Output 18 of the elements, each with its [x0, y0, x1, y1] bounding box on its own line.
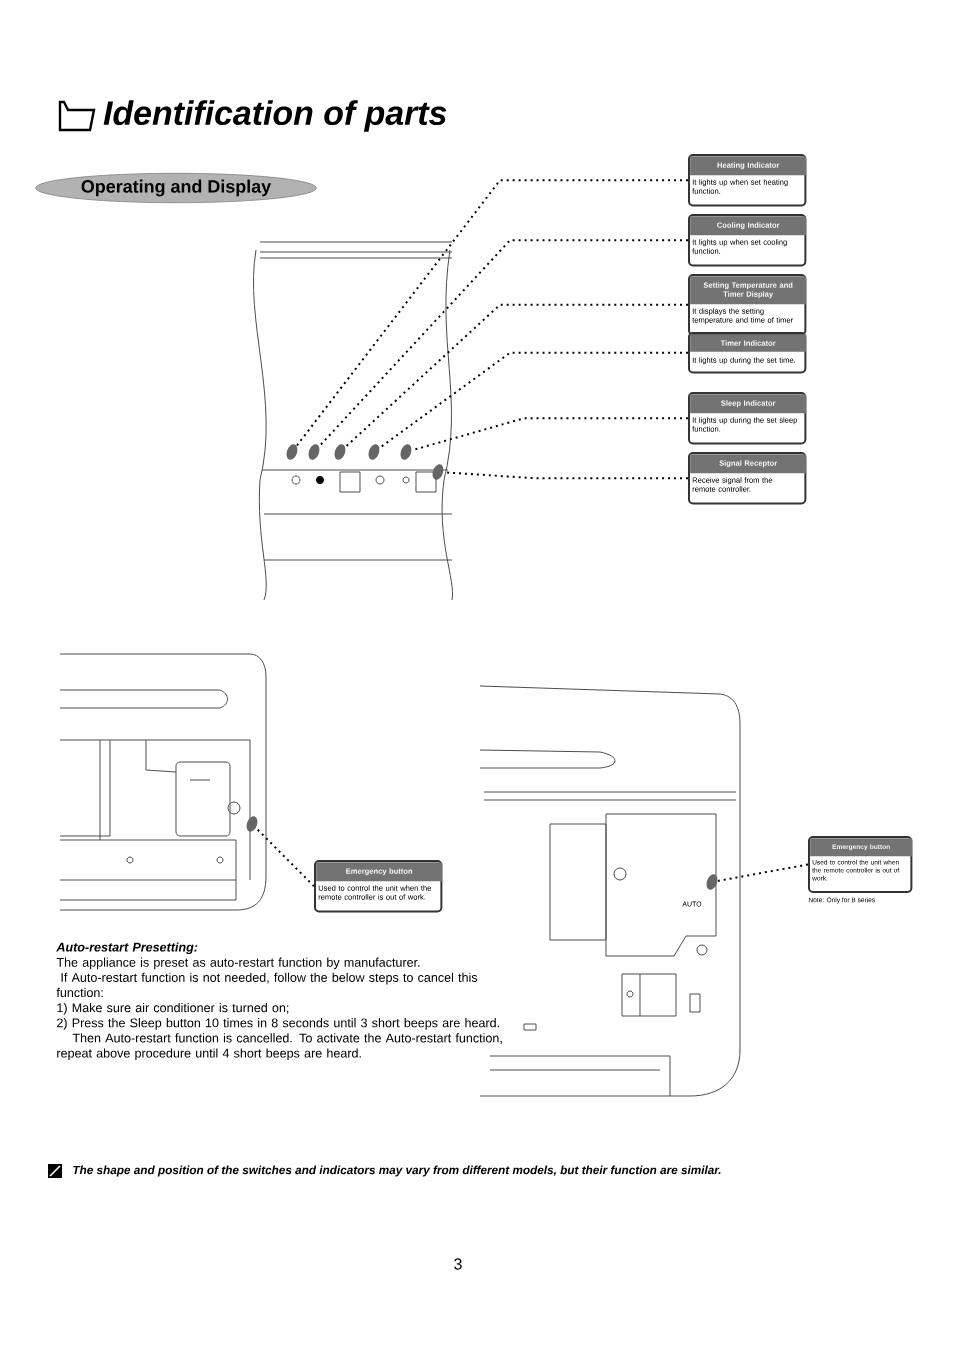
- indicator-button: [706, 874, 718, 890]
- indicator-button: [400, 444, 412, 460]
- indicator-button: [368, 444, 380, 460]
- leader-line: [255, 827, 315, 888]
- indicator-button: [308, 444, 320, 460]
- leader-line: [442, 471, 689, 480]
- leader-line: [344, 303, 689, 448]
- leader-line: [410, 417, 689, 452]
- indicator-button: [286, 444, 298, 460]
- leader-line: [318, 239, 689, 448]
- indicator-button: [334, 444, 346, 460]
- title: Identification of parts: [103, 100, 447, 132]
- leader-line: [295, 179, 689, 447]
- indicator-button: [432, 464, 444, 480]
- leader-line: [378, 351, 689, 449]
- leader-line: [716, 863, 809, 882]
- section-heading: Operating and Display: [35, 172, 317, 204]
- indicator-button: [246, 816, 258, 832]
